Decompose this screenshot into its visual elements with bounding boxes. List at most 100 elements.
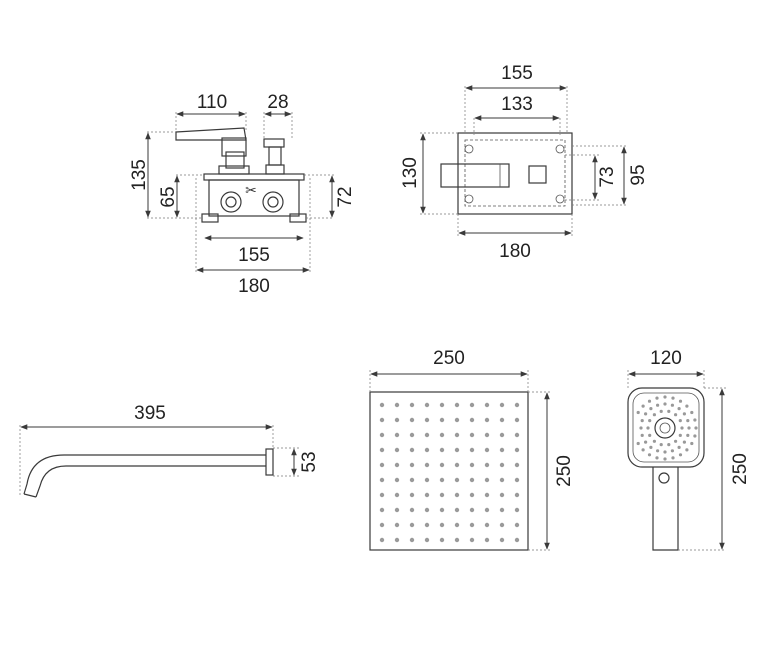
nozzle-dot — [649, 407, 653, 411]
hand-shower-handle — [652, 467, 679, 551]
nozzle-dot — [648, 433, 652, 437]
mode-button — [658, 472, 670, 484]
nozzle-dot — [663, 402, 667, 406]
nozzle-dot — [685, 404, 689, 408]
box-foot-left — [201, 213, 219, 223]
nozzle-dot — [409, 402, 415, 408]
nozzle-dot — [424, 402, 430, 408]
nozzle-dot — [484, 432, 490, 438]
nozzle-dot — [379, 522, 385, 528]
nozzle-dot — [454, 432, 460, 438]
dim-inner-top: 133 — [501, 94, 533, 115]
nozzle-dot — [394, 402, 400, 408]
nozzle-dot — [682, 412, 687, 416]
nozzle-dot — [694, 426, 698, 430]
dim-outer-height: 95 — [628, 164, 649, 185]
nozzle-dot — [484, 522, 490, 528]
nozzle-dot — [499, 462, 505, 468]
valve-port-right — [262, 191, 284, 213]
nozzle-dot — [409, 492, 415, 498]
nozzle-dot — [394, 522, 400, 528]
valve-port-left-inner — [225, 196, 237, 208]
nozzle-dot — [686, 433, 690, 437]
nozzle-dot — [469, 477, 475, 483]
nozzle-dot — [454, 537, 460, 543]
handle-collar — [225, 151, 245, 169]
nozzle-dot — [499, 402, 505, 408]
nozzle-dot — [439, 447, 445, 453]
nozzle-dot — [636, 410, 640, 415]
nozzle-dot — [454, 492, 460, 498]
nozzle-dot — [394, 417, 400, 423]
nozzle-dot — [469, 537, 475, 543]
nozzle-dot — [394, 492, 400, 498]
nozzle-dot — [514, 432, 520, 438]
nozzle-dot — [514, 507, 520, 513]
nozzle-dot — [686, 419, 690, 423]
knob-base — [265, 164, 285, 175]
nozzle-dot — [499, 432, 505, 438]
nozzle-dot — [655, 456, 659, 460]
nozzle-dot — [439, 432, 445, 438]
screw-hole — [555, 194, 565, 204]
cover-plate — [457, 132, 573, 215]
nozzle-dot — [685, 448, 689, 452]
nozzle-dot — [484, 447, 490, 453]
handle-body — [221, 137, 247, 157]
nozzle-dot — [690, 410, 694, 415]
nozzle-dot — [439, 492, 445, 498]
nozzle-dot — [663, 450, 667, 454]
nozzle-dot — [656, 449, 660, 453]
dim-outer-width: 180 — [238, 276, 270, 297]
nozzle-dot — [484, 507, 490, 513]
nozzle-dot — [394, 462, 400, 468]
nozzle-dot — [693, 418, 697, 422]
dim-width: 250 — [433, 348, 465, 369]
shower-arm-view: 395 53 — [19, 403, 320, 498]
nozzle-dot — [677, 445, 681, 449]
nozzle-dot — [514, 417, 520, 423]
nozzle-dot — [663, 457, 667, 461]
nozzle-dot — [394, 447, 400, 453]
diverter-plate-view: 155 133 130 73 95 180 — [400, 63, 649, 262]
nozzle-dot — [514, 492, 520, 498]
shower-arm-tube — [23, 454, 266, 498]
nozzle-dot — [409, 462, 415, 468]
nozzle-dot — [379, 402, 385, 408]
nozzle-dot — [667, 409, 671, 413]
nozzle-dot — [379, 417, 385, 423]
dim-handle-width: 110 — [197, 92, 227, 113]
nozzle-dot — [454, 447, 460, 453]
nozzle-dot — [379, 492, 385, 498]
nozzle-dot — [644, 412, 648, 416]
nozzle-dot — [424, 537, 430, 543]
nozzle-dot — [409, 537, 415, 543]
nozzle-dot — [454, 462, 460, 468]
nozzle-dot — [379, 447, 385, 453]
nozzle-dot — [499, 447, 505, 453]
nozzle-dot — [514, 402, 520, 408]
nozzle-dot — [439, 462, 445, 468]
nozzle-dot — [670, 449, 675, 453]
nozzle-dot — [454, 507, 460, 513]
box-foot-right — [289, 213, 307, 223]
nozzle-dot — [659, 443, 663, 447]
nozzle-dot — [409, 417, 415, 423]
nozzle-dot — [499, 417, 505, 423]
nozzle-dot — [379, 477, 385, 483]
nozzle-dot — [680, 426, 684, 430]
screw-hole — [555, 144, 565, 154]
nozzle-dot — [663, 395, 667, 399]
nozzle-dot — [409, 522, 415, 528]
nozzle-dot — [514, 447, 520, 453]
nozzle-dot — [409, 432, 415, 438]
nozzle-dot — [678, 419, 682, 423]
nozzle-dot — [652, 439, 657, 443]
nozzle-dot — [484, 417, 490, 423]
nozzle-dot — [469, 507, 475, 513]
dim-width: 120 — [650, 348, 682, 369]
nozzle-dot — [678, 399, 683, 403]
rain-head-view: 250 250 — [369, 348, 575, 551]
dim-inner-width: 155 — [238, 245, 270, 266]
nozzle-dot — [641, 404, 645, 408]
